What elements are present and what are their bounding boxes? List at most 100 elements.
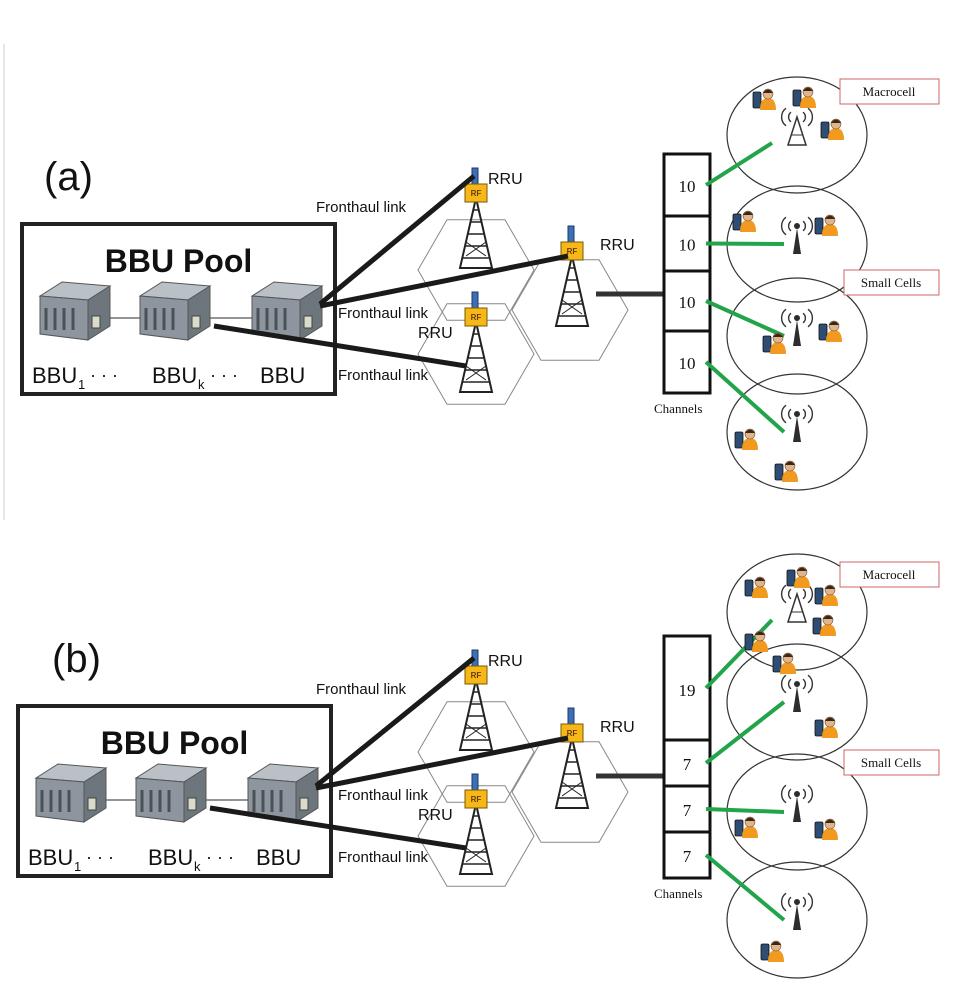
signal-wave [787,788,792,800]
small-cell-antenna-icon [780,404,814,442]
person-body [752,640,768,652]
small-cells-label: Small Cells [861,755,921,770]
user-icon [792,86,816,108]
tower-frame [458,679,494,751]
person-body [828,128,844,140]
user-icon [814,716,838,738]
bbu-k-subscript: k [198,377,205,392]
bbu-pool-title: BBU Pool [105,243,253,279]
person-hair [745,429,755,433]
signal-wave [787,220,792,232]
small-cells-tag [843,749,940,776]
fronthaul-link-label: Fronthaul link [316,199,407,216]
bbu-k-label: BBU [152,363,197,388]
person-hair [785,461,795,465]
user-icon [744,576,768,598]
phone [752,91,762,109]
user-icon [774,460,798,482]
hexagonal-cell [417,701,535,803]
person-body [740,220,756,232]
fronthaul-link [209,805,467,851]
server-panel [91,315,101,329]
macrocell-label: Macrocell [863,84,916,99]
signal-wave [780,584,787,604]
person-body [760,98,776,110]
person-body [742,438,758,450]
rf-badge: RF [471,189,482,198]
fronthaul-link [318,174,476,306]
antenna-head [794,223,800,229]
signal-wave [807,892,814,912]
user-icon [814,214,838,236]
signal-wave [807,674,814,694]
server-icon [38,281,112,341]
phone [774,463,784,481]
small-cell-circle [726,277,868,395]
person-body [822,594,838,606]
macrocell-tag [839,561,940,588]
server-panel [87,797,97,811]
phone [814,821,824,839]
channel-box [662,830,712,880]
tower-frame [554,737,590,809]
phone [814,217,824,235]
tower-frame [786,114,808,146]
person-body [822,828,838,840]
channel-link [705,299,785,338]
phone [820,121,830,139]
signal-wave [787,588,792,600]
person-hair [745,817,755,821]
rru-tower-icon: RF [458,291,494,393]
phone [744,633,754,651]
signal-wave [787,896,792,908]
person-hair [743,211,753,215]
user-icon [818,320,842,342]
phone [772,655,782,673]
person-hair [763,89,773,93]
person-body [800,96,816,108]
rru-tower-icon: RF [554,707,590,809]
signal-wave [780,674,787,694]
bbu-1-subscript: 1 [74,859,81,874]
person-body [820,624,836,636]
ellipsis: · · · [90,365,118,385]
phone [760,943,770,961]
tower-frame [458,321,494,393]
macrocell-tower-icon [780,584,814,623]
bbu-1-label: BBU [32,363,77,388]
tower-brace [465,723,487,739]
channel-count: 7 [683,847,692,866]
user-icon [772,652,796,674]
server-icon [246,763,320,823]
person-hair [825,585,835,589]
small-cell-circle [726,373,868,491]
signal-wave [807,404,814,424]
channel-link [704,360,786,434]
signal-wave [780,892,787,912]
macrocell-label: Macrocell [863,567,916,582]
signal-wave [780,308,787,328]
bbu-last-label: BBU [260,363,305,388]
rru-label: RRU [600,237,635,254]
person-body [822,726,838,738]
antenna-mast [793,796,801,822]
person-hair [755,631,765,635]
antenna [567,225,575,243]
person-body [826,330,842,342]
bbu-k-label: BBU [148,845,193,870]
hexagonal-cell [417,785,535,887]
server-panel [187,797,197,811]
macrocell-tower-icon [780,107,814,146]
phone [732,213,742,231]
person-hair [823,615,833,619]
channel-link [704,700,786,765]
channel-count: 19 [679,681,696,700]
channel-count: 10 [679,236,696,255]
fronthaul-link-label: Fronthaul link [338,787,429,804]
small-cells-label: Small Cells [861,275,921,290]
user-icon [762,332,786,354]
person-hair [825,717,835,721]
channel-link [704,618,774,690]
person-body [742,826,758,838]
